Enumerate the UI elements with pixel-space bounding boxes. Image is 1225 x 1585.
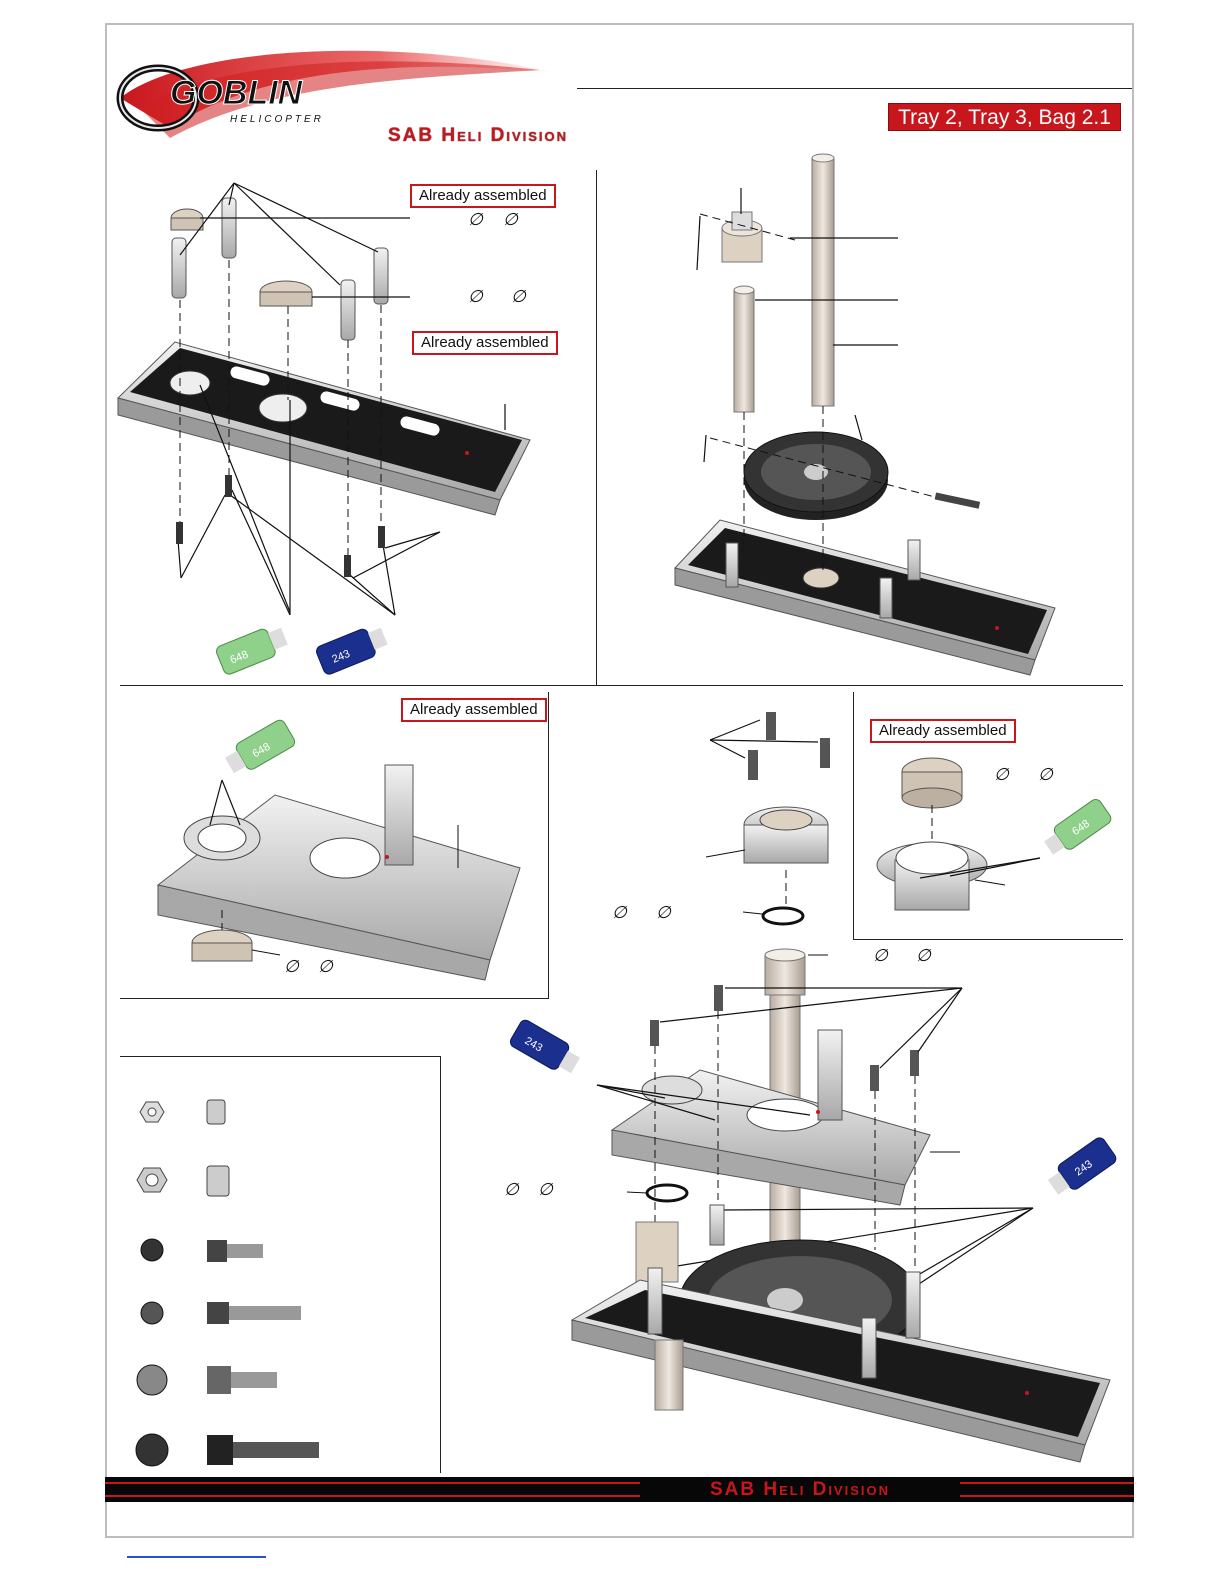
main-center-assembly: 243 243 (508, 712, 1118, 1462)
part-screw-m2-long (141, 1302, 301, 1324)
part-nut-large (137, 1166, 229, 1196)
inset-bearing-hub: 648 (877, 758, 1113, 910)
panel-2-gear-assembly (675, 154, 1055, 675)
panel-1-plate-assembly: 648 243 (118, 183, 530, 676)
part-screw-m3-long (136, 1434, 319, 1466)
part-screw-m2 (141, 1239, 263, 1262)
part-nut-small (140, 1100, 225, 1124)
panel-3-bearing-block: 648 (158, 718, 520, 980)
footer-bar (105, 1477, 1134, 1502)
part-screw-m3 (137, 1365, 277, 1395)
parts-list (136, 1100, 319, 1466)
footer-link-underline[interactable] (127, 1556, 266, 1558)
footer-division: SAB Heli Division (640, 1479, 960, 1500)
